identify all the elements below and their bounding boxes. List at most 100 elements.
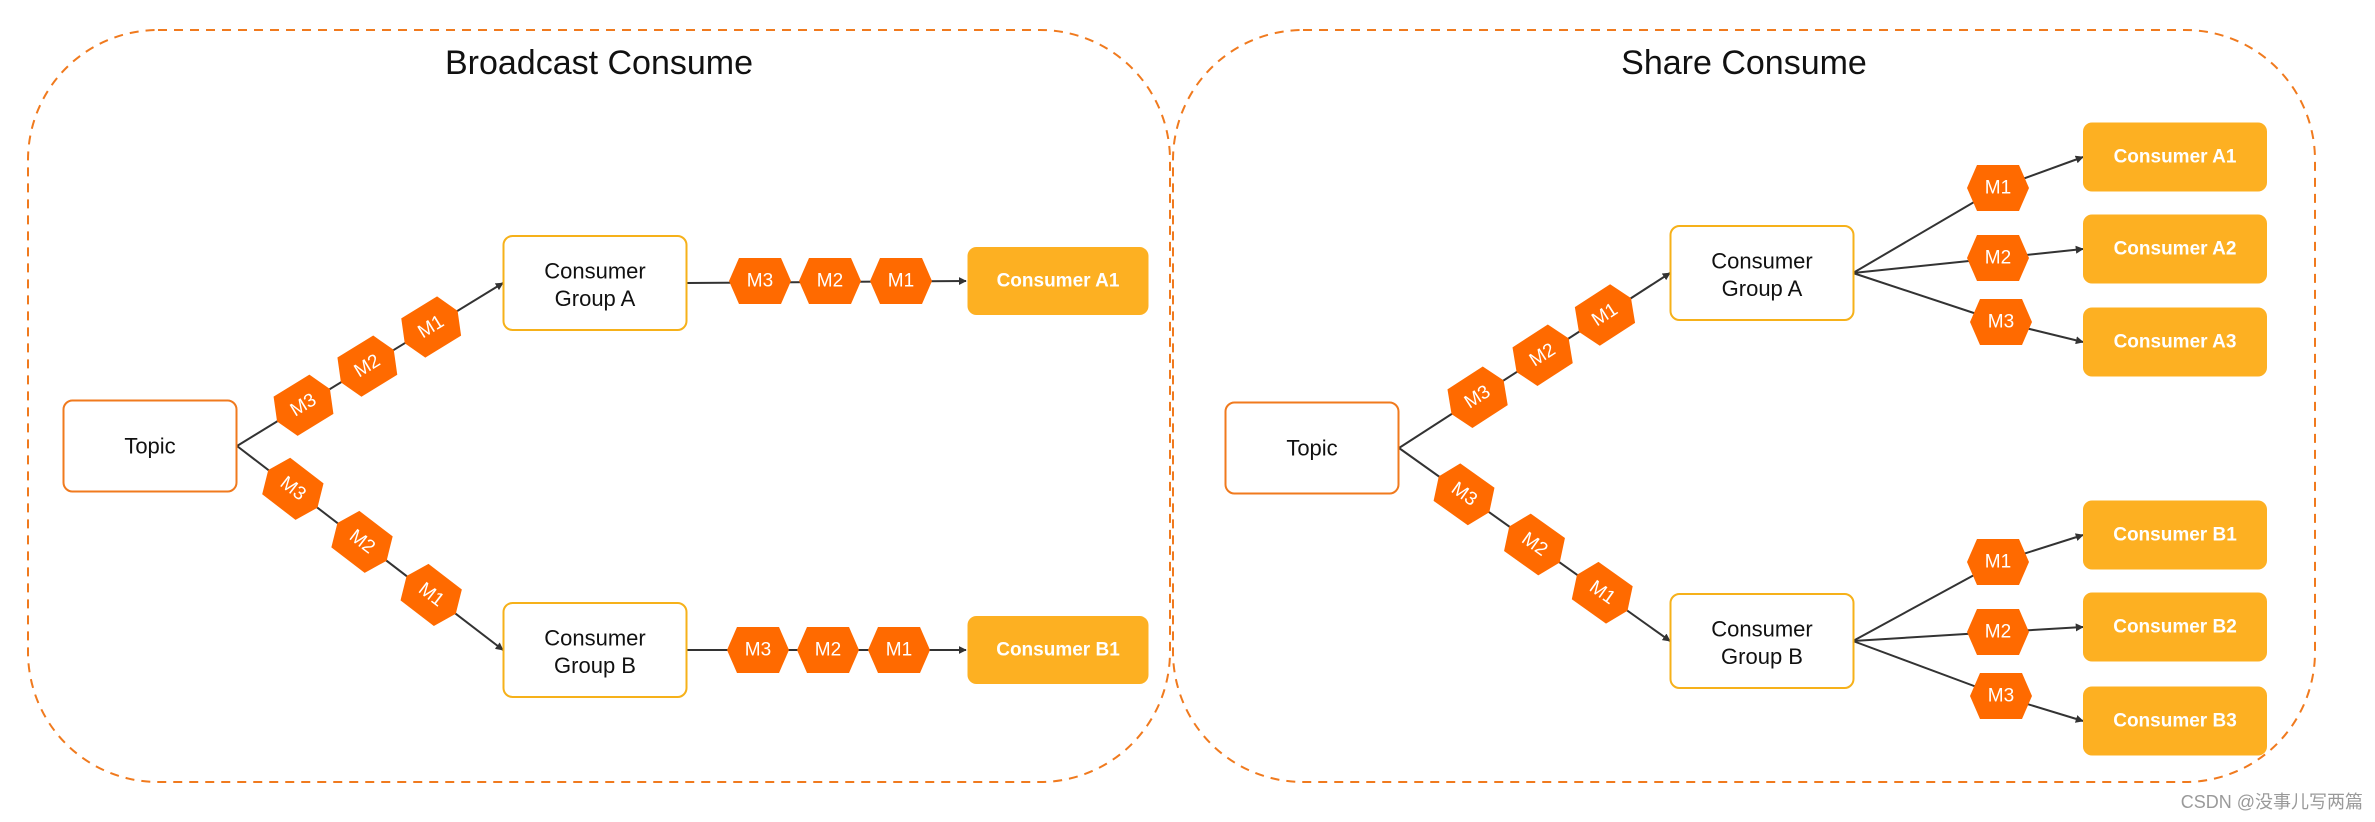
share-consumer-b2-shape (2083, 592, 2267, 662)
broadcast-msg-lower-m2: M2 (331, 510, 393, 573)
share-msg-upper-m1: M1 (1574, 284, 1636, 346)
broadcast-msg-lower-m2-shape (331, 510, 393, 573)
share-consumer-a2-shape (2083, 214, 2267, 284)
broadcast-msg-a1-m2: M2 (799, 258, 861, 304)
share-fan-a-msg-m3-shape (1970, 299, 2032, 345)
broadcast-region: Broadcast Consume (27, 29, 1171, 783)
share-msg-upper-m2-shape (1512, 324, 1573, 386)
broadcast-msg-b1-m1-label: M1 (886, 640, 912, 661)
broadcast-msg-upper-m1-shape (401, 296, 462, 358)
broadcast-msg-lower-m3-shape (262, 457, 324, 520)
share-fan-a-msg-m1: M1 (1967, 165, 2029, 211)
broadcast-topic: Topic (62, 399, 238, 493)
broadcast-msg-a1-m2-shape (799, 258, 861, 304)
share-consumer-b1-shape (2083, 500, 2267, 570)
broadcast-topic-label: Topic (124, 434, 175, 459)
broadcast-msg-b1-m2: M2 (797, 627, 859, 673)
share-fan-b-msg-m2-label: M2 (1985, 622, 2011, 643)
broadcast-msg-a1-m2-label: M2 (817, 271, 843, 292)
broadcast-region-border (27, 29, 1171, 783)
broadcast-msg-upper-m2: M2 (337, 335, 398, 397)
share-region-border (1172, 29, 2316, 783)
share-consumer-b3-shape (2083, 686, 2267, 756)
broadcast-msg-a1-m3-label: M3 (747, 271, 773, 292)
broadcast-topic-shape (62, 399, 238, 493)
broadcast-msg-a1-m3-shape (729, 258, 791, 304)
broadcast-msg-a1-m1-shape (870, 258, 932, 304)
share-msg-lower-m1-shape (1571, 561, 1633, 624)
broadcast-msg-a1-m3: M3 (729, 258, 791, 304)
share-consumer-a2: Consumer A2 (2083, 214, 2267, 284)
broadcast-msg-b1-m2-label: M2 (815, 640, 841, 661)
broadcast-consumer-a1-label: Consumer A1 (997, 271, 1120, 292)
share-region: Share Consume (1172, 29, 2316, 783)
share-consumer-b1-label: Consumer B1 (2113, 525, 2237, 546)
share-topic-label: Topic (1286, 436, 1337, 461)
broadcast-consumer-b1-label: Consumer B1 (996, 640, 1120, 661)
share-consumer-a2-label: Consumer A2 (2114, 239, 2237, 260)
share-fan-b-msg-m2-shape (1967, 609, 2029, 655)
share-fan-a-msg-m2: M2 (1967, 235, 2029, 281)
share-fan-a-msg-m2-label: M2 (1985, 248, 2011, 269)
broadcast-msg-b1-m3-label: M3 (745, 640, 771, 661)
broadcast-msg-lower-m1: M1 (400, 563, 462, 626)
broadcast-consumer-b1-shape (967, 616, 1149, 684)
share-msg-upper-m1-shape (1574, 284, 1636, 346)
share-consumer-b1: Consumer B1 (2083, 500, 2267, 570)
share-region-title: Share Consume (1621, 44, 1867, 82)
share-consumer-b3: Consumer B3 (2083, 686, 2267, 756)
broadcast-msg-a1-m1-label: M1 (888, 271, 914, 292)
broadcast-group-a-shape (502, 235, 688, 331)
broadcast-msg-upper-m3-shape (273, 374, 334, 436)
share-group-b-shape (1669, 593, 1855, 689)
broadcast-msg-b1-m2-shape (797, 627, 859, 673)
share-consumer-b3-label: Consumer B3 (2113, 711, 2237, 732)
watermark: CSDN @没事儿写两篇 (2180, 792, 2363, 812)
broadcast-group-b-shape (502, 602, 688, 698)
share-msg-lower-m3: M3 (1433, 463, 1495, 526)
share-consumer-a3-label: Consumer A3 (2114, 332, 2237, 353)
broadcast-consumer-a1: Consumer A1 (967, 247, 1149, 315)
broadcast-msg-b1-m1-shape (868, 627, 930, 673)
broadcast-msg-a1-m1: M1 (870, 258, 932, 304)
share-consumer-b2: Consumer B2 (2083, 592, 2267, 662)
share-msg-lower-m3-shape (1433, 463, 1495, 526)
share-msg-upper-m3-shape (1447, 366, 1508, 428)
share-consumer-a1-shape (2083, 122, 2267, 192)
broadcast-consumer-a1-shape (967, 247, 1149, 315)
share-fan-b-msg-m2: M2 (1967, 609, 2029, 655)
share-fan-b-msg-m1-shape (1967, 539, 2029, 585)
share-msg-upper-m3: M3 (1447, 366, 1508, 428)
share-msg-lower-m1: M1 (1571, 561, 1633, 624)
share-fan-b-msg-m3-label: M3 (1988, 686, 2014, 707)
broadcast-msg-lower-m3: M3 (262, 457, 324, 520)
broadcast-region-title: Broadcast Consume (445, 44, 753, 82)
broadcast-msg-b1-m3-shape (727, 627, 789, 673)
share-fan-a-msg-m3: M3 (1970, 299, 2032, 345)
share-fan-a-msg-m3-label: M3 (1988, 312, 2014, 333)
share-fan-b-msg-m3: M3 (1970, 673, 2032, 719)
share-consumer-a3: Consumer A3 (2083, 307, 2267, 377)
regions: Broadcast Consume Share Consume (27, 29, 2316, 783)
share-fan-b-msg-m1: M1 (1967, 539, 2029, 585)
broadcast-consumer-b1: Consumer B1 (967, 616, 1149, 684)
share-topic-shape (1224, 401, 1400, 495)
share-topic: Topic (1224, 401, 1400, 495)
share-msg-lower-m2-shape (1504, 513, 1565, 576)
broadcast-msg-lower-m1-shape (400, 563, 462, 626)
broadcast-msg-upper-m3: M3 (273, 374, 334, 436)
share-consumer-a1: Consumer A1 (2083, 122, 2267, 192)
share-fan-b-msg-m3-shape (1970, 673, 2032, 719)
share-consumer-a3-shape (2083, 307, 2267, 377)
broadcast-msg-upper-m2-shape (337, 335, 398, 397)
share-fan-a-msg-m2-shape (1967, 235, 2029, 281)
share-msg-upper-m2: M2 (1512, 324, 1573, 386)
